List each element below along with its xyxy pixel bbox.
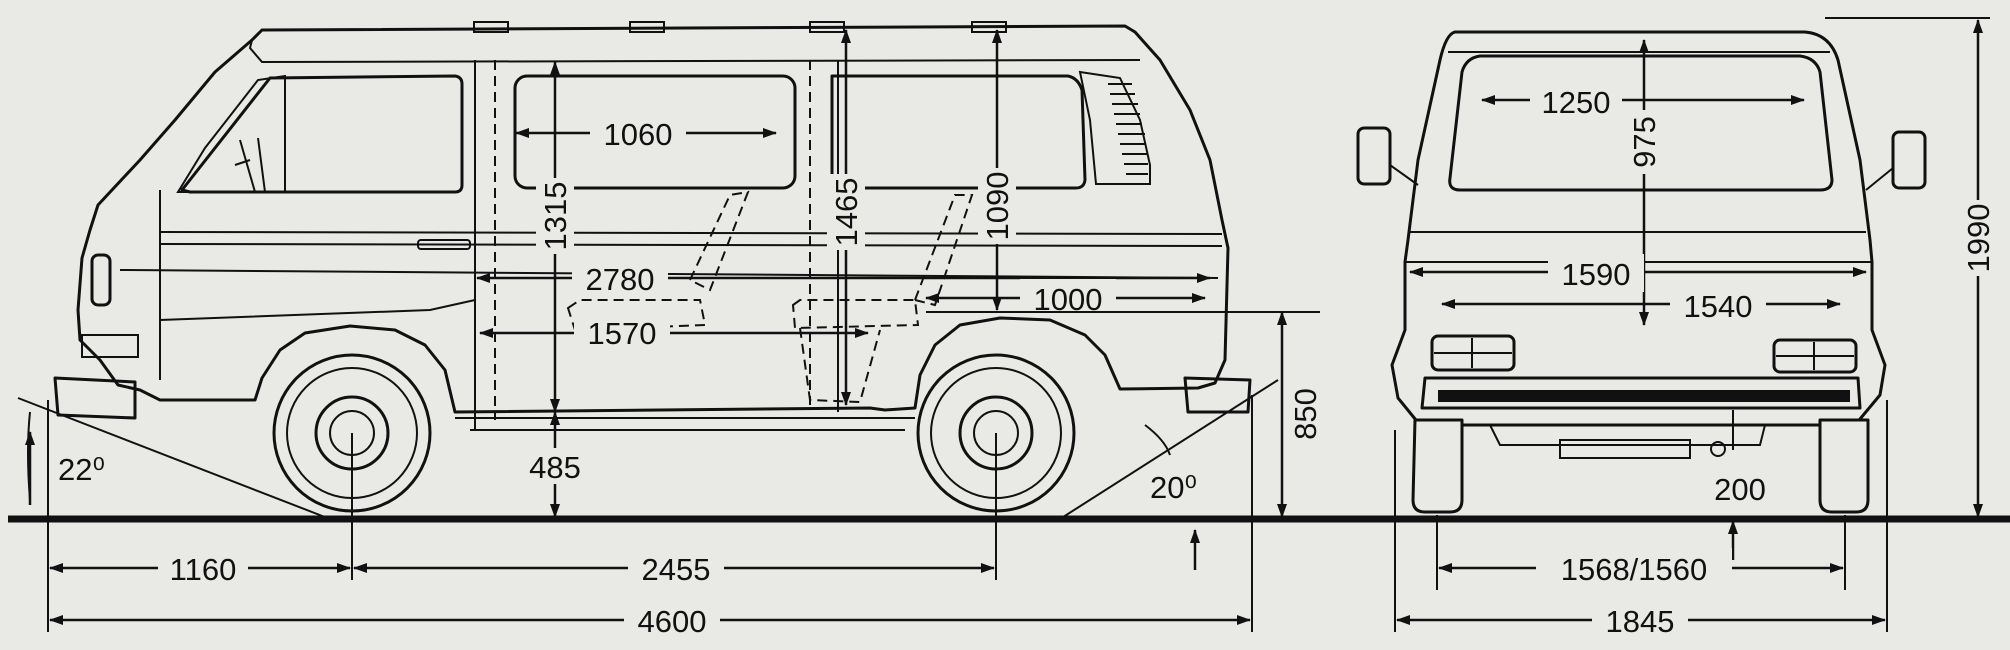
seat-cushion-middle — [566, 299, 707, 332]
dim-overall-width: 1845 — [1606, 604, 1675, 639]
dim-overall-height: 1990 — [1961, 204, 1996, 273]
underbody-rear — [1489, 424, 1766, 446]
rear-window — [1448, 54, 1834, 192]
front-headlight-side — [90, 253, 112, 307]
dim-height-front: 1315 — [538, 182, 573, 251]
front-door-window — [180, 74, 464, 194]
dim-ground-clearance: 485 — [529, 450, 581, 485]
tail-light-left-divider — [1434, 338, 1512, 368]
rear-bumper — [1183, 376, 1252, 414]
dim-rear-clearance: 200 — [1714, 472, 1766, 507]
rear-view-van — [1356, 30, 1927, 514]
seat-leg-rear — [799, 327, 881, 404]
seat-back-rear — [913, 194, 974, 307]
departure-angle-arc — [1144, 424, 1171, 456]
side-mirror-arm — [234, 137, 266, 193]
seat-cushion-rear — [791, 299, 920, 330]
dim-rear-window-width: 1250 — [1542, 85, 1611, 120]
seat-back-middle — [688, 190, 750, 292]
belt-line-upper — [159, 231, 1223, 235]
dim-interior-length: 2780 — [586, 262, 655, 297]
departure-angle-label: 20⁰ — [1150, 470, 1197, 505]
roof-vent-mid2 — [809, 21, 845, 33]
exhaust-muffler — [1559, 439, 1691, 459]
departure-angle-line — [1059, 379, 1279, 520]
approach-angle-label: 22⁰ — [58, 452, 105, 487]
tail-light-right — [1772, 338, 1858, 374]
front-door-bottom — [159, 299, 476, 321]
front-indicator — [81, 334, 139, 358]
dim-body-width-upper: 1590 — [1562, 257, 1631, 292]
dim-rear-window-height: 975 — [1627, 116, 1662, 168]
door-handle — [417, 239, 471, 250]
rear-wheel-right — [1818, 418, 1870, 514]
roof-vent-rear — [971, 21, 1007, 33]
rear-body-outline — [1390, 30, 1887, 427]
dim-overall-length: 4600 — [638, 604, 707, 639]
side-body-outline — [76, 24, 1230, 414]
tail-light-right-divider — [1776, 342, 1854, 370]
belt-line-lower — [159, 243, 1223, 247]
approach-angle-line — [17, 397, 331, 520]
tail-light-left — [1430, 334, 1516, 372]
left-mirror — [1356, 126, 1392, 186]
left-mirror-arm — [1389, 164, 1419, 186]
dim-track: 1568/1560 — [1561, 552, 1708, 587]
side-view-dimensions: 1160 2455 4600 1060 2780 1570 1000 1315 — [25, 29, 1326, 639]
right-mirror-arm — [1865, 167, 1894, 191]
rear-bumper-face — [1420, 376, 1862, 410]
dim-loading-height: 850 — [1288, 388, 1323, 440]
dim-body-width-lower: 1540 — [1684, 289, 1753, 324]
dim-front-overhang: 1160 — [170, 552, 237, 587]
right-mirror — [1891, 130, 1927, 190]
engine-vent-louvres — [1108, 83, 1148, 175]
dim-floor-length: 1570 — [588, 316, 657, 351]
dim-wheelbase: 2455 — [642, 552, 711, 587]
roof-gutter-line — [248, 39, 1141, 64]
roof-vent-front — [473, 21, 509, 33]
front-bumper — [53, 376, 137, 420]
tow-point — [1710, 441, 1726, 457]
rear-bumper-strip — [1438, 390, 1850, 402]
dim-height-rear: 1090 — [980, 172, 1015, 241]
rear-wheel-left — [1411, 418, 1464, 514]
rear-view-dimensions: 1250 975 1590 1540 1990 200 1568/1560 — [1394, 17, 1997, 639]
dim-window-width: 1060 — [604, 117, 673, 152]
dim-height-mid: 1465 — [829, 178, 864, 247]
roof-vent-mid — [629, 21, 665, 33]
